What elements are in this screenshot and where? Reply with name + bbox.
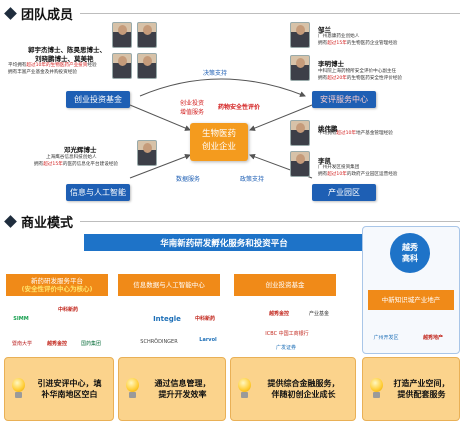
team-section-header: 团队成员 (4, 4, 74, 23)
person-photo (290, 22, 310, 48)
person-photo (137, 22, 157, 48)
column-header: 新药研发服务平台 (安全性评价中心为核心) (6, 274, 108, 296)
person-photo (137, 53, 157, 79)
person-photo (290, 151, 310, 177)
company-logo: 广发证券 (275, 344, 296, 351)
person-description: 中科院上海药物所安全评价中心副主任 (318, 69, 397, 74)
decision-arrow (139, 78, 306, 97)
company-logo: 暨南大学 (11, 340, 32, 347)
value-card: 通过信息管理，提升开发效率 (118, 357, 226, 421)
column-header: 信息数据与人工智能中心 (118, 274, 220, 296)
company-logo: 越秀金控 (46, 340, 67, 347)
person-name: 刘晓鹏博士、莫美艳 (35, 55, 94, 63)
company-logo: 产业基金 (308, 310, 329, 317)
person-description: 广州恩康药业创始人 (318, 34, 360, 39)
diamond-bullet-icon (4, 215, 17, 228)
team-section-title: 团队成员 (21, 8, 74, 23)
company-logo: 越秀地产 (422, 334, 443, 341)
company-logo: SCHRÖDINGER (140, 338, 178, 345)
value-card: 打造产业空间，提供配套服务 (362, 357, 460, 421)
company-logo: Larvol (199, 337, 217, 343)
section-divider (80, 221, 460, 222)
safety-evaluation-label: 药物安全性评价 (218, 104, 261, 111)
value-added-label: 增值服务 (180, 109, 205, 116)
person-photo (112, 22, 132, 48)
person-photo (137, 140, 157, 166)
person-description: 拥有超过20年的生物医药安全性评价经验 (318, 76, 402, 81)
yuexiu-badge: 越秀 高科 (390, 233, 430, 273)
company-logo: Integle (153, 314, 181, 323)
column-header: 创业投资基金 (234, 274, 336, 296)
person-description: 上海鹰谷信息科技创始人 (46, 155, 97, 160)
decision-support-label: 决策支持 (203, 70, 228, 77)
business-section-header: 商业模式 (4, 212, 74, 231)
lightbulb-icon (237, 378, 252, 400)
lightbulb-icon (125, 378, 140, 400)
data-service-label: 数据服务 (176, 176, 201, 183)
lightbulb-icon (369, 378, 384, 400)
company-logo: 越秀金控 (268, 310, 289, 317)
section-divider (80, 13, 460, 14)
industrial-park-box: 产业园区 (312, 184, 376, 201)
company-logo: SIMM (13, 316, 29, 322)
venture-investment-label: 创业投资 (180, 100, 205, 107)
company-logo: 中科新药 (57, 306, 78, 313)
person-description: 拥有丰富产业基金及并购投资经验 (8, 70, 77, 75)
info-ai-box: 信息与人工智能 (66, 184, 130, 201)
person-description: 平均拥有超过10年的生物医药产业投资经验 (8, 63, 97, 68)
person-description: 拥有超过10年的政府产业园区运营经验 (318, 172, 398, 177)
diamond-bullet-icon (4, 7, 17, 20)
person-photo (290, 120, 310, 146)
person-name: 李明博士 (318, 60, 344, 68)
company-logo: ICBC 中国工商银行 (265, 330, 309, 337)
person-name: 邹兰 (318, 26, 331, 34)
value-card: 提供综合金融服务，伴随初创企业成长 (230, 357, 356, 421)
safety-center-box: 安评服务中心 (312, 91, 376, 108)
company-logo: 广州开发区 (373, 334, 399, 341)
value-card: 引进安评中心，填补华南地区空白 (4, 357, 114, 421)
column-header: 中新知识城产业地产 (368, 290, 454, 310)
person-description: 拥有超过15年的医药信息化平台建设经验 (34, 162, 118, 167)
person-photo (290, 55, 310, 81)
biomedical-startup-box: 生物医药 创业企业 (190, 123, 248, 161)
person-photo (112, 53, 132, 79)
business-section-title: 商业模式 (21, 216, 74, 231)
platform-banner: 华南新药研发孵化服务和投资平台 (84, 234, 364, 251)
company-logo: 国药集团 (80, 340, 101, 347)
person-name: 姚伟鹏 (318, 125, 338, 133)
policy-support-label: 政策支持 (240, 176, 265, 183)
company-logo: 中科新药 (194, 316, 215, 322)
person-description: 拥有超过15年的生物医药企业管理经验 (318, 41, 398, 46)
person-name: 郭宇杰博士、陈昊思博士、 (28, 46, 106, 54)
person-description: 平均拥有超过10年地产基金管理经验 (318, 131, 393, 136)
investment-fund-box: 创业投资基金 (66, 91, 130, 108)
person-description: 广州开发区投资集团 (318, 165, 360, 170)
person-name: 李凯 (318, 157, 331, 165)
lightbulb-icon (11, 378, 26, 400)
person-name: 邓光辉博士 (64, 146, 97, 154)
